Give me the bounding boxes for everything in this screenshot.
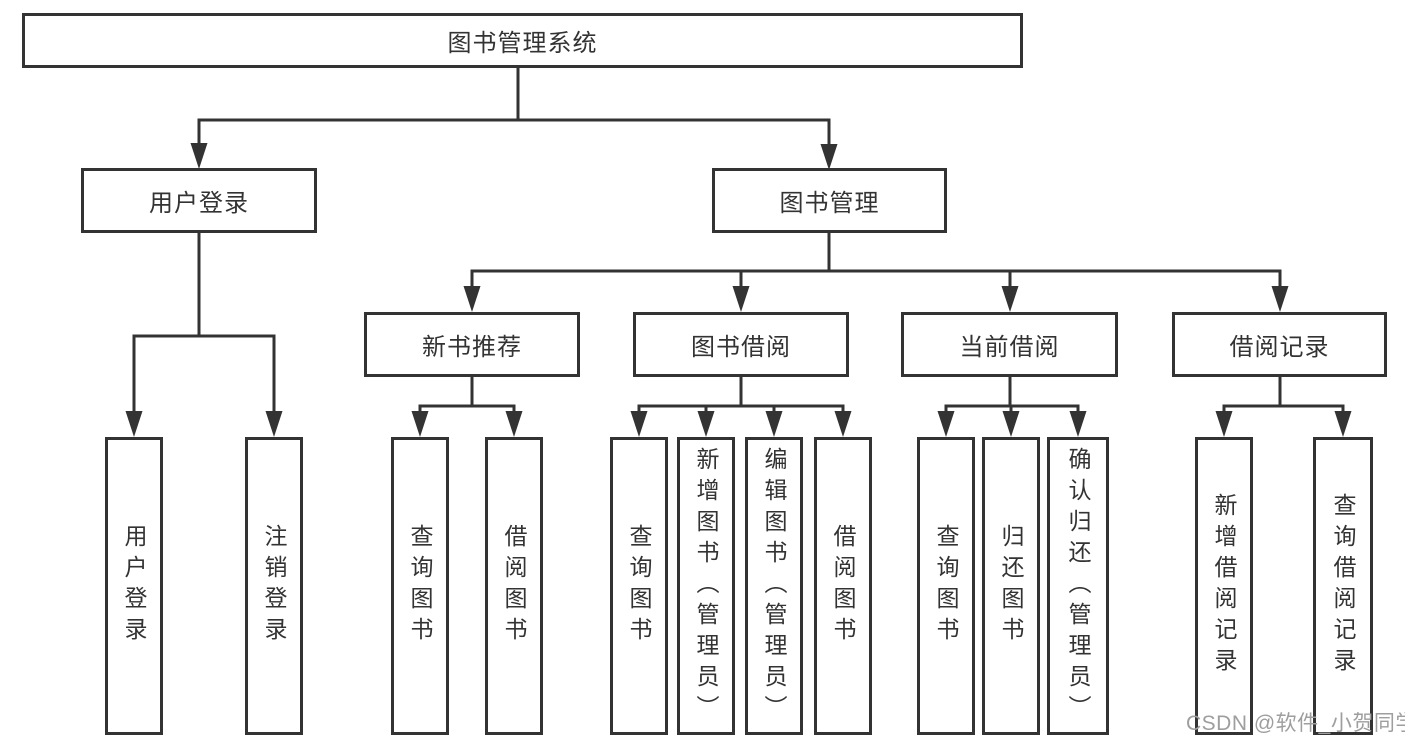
leaf-query-books: 查询图书: [610, 437, 668, 735]
node-current-borrowing: 当前借阅: [901, 312, 1118, 377]
leaf-edit-books-admin: 编辑图书（管理员）: [745, 437, 803, 735]
leaf-label: 编辑图书（管理员）: [761, 446, 787, 726]
leaf-label: 新增图书（管理员）: [693, 446, 719, 726]
leaf-logout: 注销登录: [245, 437, 303, 735]
node-book-management: 图书管理: [712, 168, 947, 233]
leaf-query-books: 查询图书: [391, 437, 449, 735]
node-library-management-system: 图书管理系统: [22, 13, 1023, 68]
csdn-watermark: CSDN @软件_小贺同学: [1186, 712, 1405, 735]
leaf-add-borrow-record: 新增借阅记录: [1195, 437, 1253, 735]
leaf-query-borrow-record: 查询借阅记录: [1313, 437, 1373, 735]
node-new-book-recommendation: 新书推荐: [364, 312, 580, 377]
node-label: 用户登录: [149, 190, 249, 217]
leaf-confirm-return-admin: 确认归还（管理员）: [1047, 437, 1109, 735]
leaf-label: 新增借阅记录: [1211, 493, 1237, 679]
leaf-user-login: 用户登录: [105, 437, 163, 735]
leaf-label: 注销登录: [261, 524, 287, 648]
node-label: 借阅记录: [1229, 334, 1330, 361]
node-borrowing-records: 借阅记录: [1172, 312, 1387, 377]
leaf-label: 确认归还（管理员）: [1065, 446, 1091, 726]
leaf-return-books: 归还图书: [982, 437, 1040, 735]
node-book-borrowing: 图书借阅: [633, 312, 849, 377]
node-label: 图书管理: [779, 190, 880, 217]
leaf-label: 借阅图书: [830, 524, 856, 648]
leaf-borrow-books: 借阅图书: [814, 437, 872, 735]
leaf-label: 归还图书: [998, 524, 1024, 648]
node-label: 图书管理系统: [447, 30, 598, 57]
leaf-label: 查询借阅记录: [1330, 493, 1356, 679]
node-label: 当前借阅: [959, 334, 1060, 361]
leaf-label: 借阅图书: [501, 524, 527, 648]
leaf-label: 查询图书: [407, 524, 433, 648]
leaf-label: 用户登录: [121, 524, 147, 648]
leaf-borrow-books: 借阅图书: [485, 437, 543, 735]
leaf-label: 查询图书: [933, 524, 959, 648]
leaf-query-books: 查询图书: [917, 437, 975, 735]
node-label: 图书借阅: [691, 334, 791, 361]
arrowheads: [125, 143, 1352, 437]
node-label: 新书推荐: [422, 334, 522, 361]
node-user-login: 用户登录: [81, 168, 317, 233]
leaf-label: 查询图书: [626, 524, 652, 648]
leaf-add-books-admin: 新增图书（管理员）: [677, 437, 735, 735]
